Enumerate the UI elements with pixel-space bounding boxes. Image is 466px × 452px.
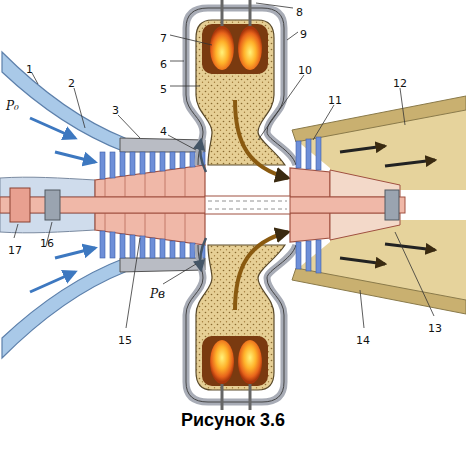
caption-text: Рисунок 3.6 [181,410,285,430]
label-text: 6 [160,58,167,71]
leader-line [395,232,434,316]
label-text: 7 [160,32,167,45]
callout-number: 3 [112,100,119,118]
callout-number: 16 [40,233,54,251]
label-text: P₀ [6,99,19,113]
leader-line [170,61,184,62]
label-text: 8 [296,6,303,19]
callout-number: 5 [160,79,167,97]
leader-line [168,135,196,150]
leader-line [74,88,85,128]
label-text: 11 [328,94,342,107]
figure-caption: Рисунок 3.6 [0,410,466,431]
label-text: 14 [356,334,370,347]
callout-number: 2 [68,73,75,91]
callout-number: 15 [118,330,132,348]
leader-line [400,88,405,125]
shaft-tube [205,196,290,214]
label-text: 2 [68,77,75,90]
leader-line [258,75,304,140]
label-text: 12 [393,77,407,90]
leader-line [126,238,140,328]
callout-number: 9 [300,24,307,42]
leader-line [14,224,18,238]
callout-number: 10 [298,60,312,78]
leader-line [287,32,298,40]
leader-line [118,115,140,138]
callout-number: 14 [356,330,370,348]
bearing [45,190,60,220]
callout-number: 7 [160,28,167,46]
lower-half [0,213,466,410]
leader-line [163,264,196,284]
label-text: 5 [160,83,167,96]
callout-number: 4 [160,121,167,139]
leader-line [170,86,200,87]
shaft [0,197,405,213]
label-text: 1 [26,63,33,76]
callout-number: 6 [160,54,167,72]
leader-line [256,3,293,8]
leader-line [360,290,364,328]
callout-number: 13 [428,318,442,336]
hidden-line [208,209,287,210]
callout-number: 8 [296,2,303,20]
coupling [10,188,30,222]
label-text: 3 [112,104,119,117]
label-text: 4 [160,125,167,138]
upper-half [0,0,466,197]
label-text: Pв [150,287,165,301]
callout-number: 12 [393,73,407,91]
pressure-label: P₀ [6,96,19,114]
label-text: 9 [300,28,307,41]
leader-line [313,105,334,140]
bearing [385,190,399,220]
label-text: 16 [40,237,54,250]
label-text: 15 [118,334,132,347]
label-text: 10 [298,64,312,77]
callout-number: 11 [328,90,342,108]
label-text: 17 [8,244,22,257]
pressure-label: Pв [150,284,165,302]
leader-line [170,35,212,45]
leader-lines [14,3,434,328]
callout-number: 1 [26,59,33,77]
label-text: 13 [428,322,442,335]
callout-number: 17 [8,240,22,258]
hidden-line [208,201,287,202]
